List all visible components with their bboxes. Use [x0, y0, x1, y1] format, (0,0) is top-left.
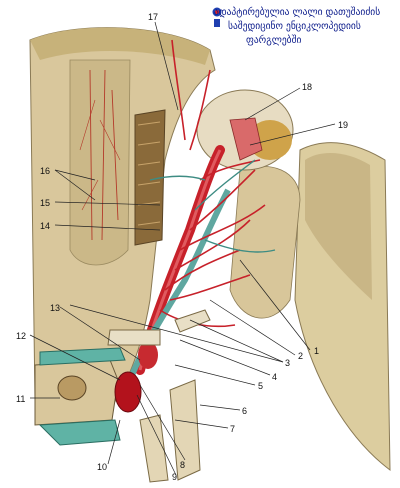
callout-3: 3 [285, 358, 290, 368]
internal-jugular-vein [122, 188, 231, 396]
callout-13: 13 [50, 303, 60, 313]
watermark-line-1: ადაპტირებულია ლალი დათუშაიძის [214, 7, 381, 18]
carotid-bulb [114, 341, 158, 413]
nerve-branches [149, 159, 276, 253]
lateral-mass [229, 165, 301, 319]
callout-6: 6 [242, 406, 247, 416]
callout-10: 10 [97, 462, 107, 472]
temporal-bone-right [294, 142, 391, 472]
callout-labels: 1 2 3 4 5 6 7 8 9 10 11 12 13 14 15 16 1… [16, 12, 348, 482]
watermark-line-2: საშედიცინო ენციკლოპედიის [228, 21, 361, 32]
callout-11: 11 [16, 394, 25, 404]
callout-4: 4 [272, 372, 277, 382]
callout-15: 15 [40, 198, 50, 208]
sphenoid-sinus [134, 109, 166, 246]
callout-14: 14 [40, 221, 50, 231]
lower-bony-column [139, 379, 201, 483]
watermark-line-3: ფარგლებში [246, 35, 302, 46]
callout-7: 7 [230, 424, 235, 434]
callout-2: 2 [298, 351, 303, 361]
callout-1: 1 [314, 346, 319, 356]
callout-16: 16 [40, 166, 50, 176]
callout-8: 8 [180, 460, 185, 470]
callout-12: 12 [16, 331, 26, 341]
callout-19: 19 [338, 120, 348, 130]
skull-bone-left [29, 27, 216, 435]
callout-18: 18 [302, 82, 312, 92]
arterial-branches [159, 39, 266, 328]
callout-17: 17 [148, 12, 158, 22]
atlas-vertebra [34, 347, 126, 446]
callout-leaders [29, 21, 336, 476]
callout-5: 5 [258, 381, 263, 391]
callout-9: 9 [172, 472, 177, 482]
encyclopedia-logo-icon [211, 7, 223, 29]
encyclopedia-watermark: ადაპტირებულია ლალი დათუშაიძის საშედიცინო… [212, 6, 398, 48]
